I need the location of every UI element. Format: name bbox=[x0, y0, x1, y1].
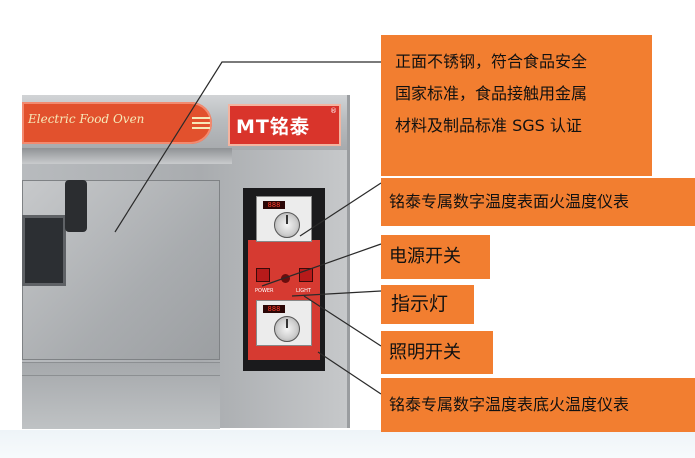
callout-stainless-line3: 材料及制品标准 SGS 认证 bbox=[395, 116, 582, 135]
registered-mark: ® bbox=[330, 107, 337, 115]
oven-lower-panel bbox=[22, 362, 220, 429]
brand-logo bbox=[228, 104, 341, 146]
light-switch-label: LIGHT bbox=[296, 288, 311, 294]
top-heat-display: 888 bbox=[263, 201, 285, 209]
lower-panel-seam bbox=[22, 375, 220, 376]
oven-side-edge bbox=[347, 95, 350, 428]
bottom-heat-display: 888 bbox=[263, 305, 285, 313]
leader-bottom-thermometer bbox=[317, 351, 382, 395]
oven-door bbox=[22, 180, 220, 360]
brand-logo-text: MT铭泰 bbox=[236, 116, 310, 138]
callout-stainless-line1: 正面不锈钢，符合食品安全 bbox=[395, 52, 588, 71]
callout-power-switch: 电源开关 bbox=[381, 235, 490, 279]
callout-stainless-steel: 正面不锈钢，符合食品安全 国家标准，食品接触用金属 材料及制品标准 SGS 认证 bbox=[381, 35, 652, 176]
banner-stripes-icon bbox=[192, 114, 210, 132]
power-switch[interactable] bbox=[256, 268, 270, 282]
floor-strip bbox=[0, 430, 695, 458]
leader-light-switch bbox=[303, 295, 382, 347]
door-rail bbox=[22, 148, 232, 164]
leader-stainless bbox=[114, 61, 381, 233]
door-window bbox=[22, 215, 66, 286]
bottom-heat-thermometer: 888 bbox=[256, 300, 312, 346]
leader-top-thermometer bbox=[299, 182, 382, 237]
callout-bottom-thermometer: 铭泰专属数字温度表底火温度仪表 bbox=[381, 378, 695, 432]
callout-indicator: 指示灯 bbox=[381, 285, 474, 324]
indicator-lamp bbox=[281, 274, 290, 283]
callout-light-switch: 照明开关 bbox=[381, 331, 493, 374]
bottom-heat-dial[interactable] bbox=[274, 316, 300, 342]
leader-indicator bbox=[291, 290, 382, 297]
power-switch-label: POWER bbox=[255, 288, 274, 294]
banner-text: Electric Food Oven bbox=[28, 112, 145, 126]
product-banner bbox=[22, 102, 212, 144]
leader-power-switch bbox=[261, 243, 382, 287]
callout-stainless-line2: 国家标准，食品接触用金属 bbox=[395, 84, 588, 103]
callout-top-thermometer: 铭泰专属数字温度表面火温度仪表 bbox=[381, 178, 695, 226]
door-handle bbox=[65, 180, 87, 232]
top-heat-dial[interactable] bbox=[274, 212, 300, 238]
